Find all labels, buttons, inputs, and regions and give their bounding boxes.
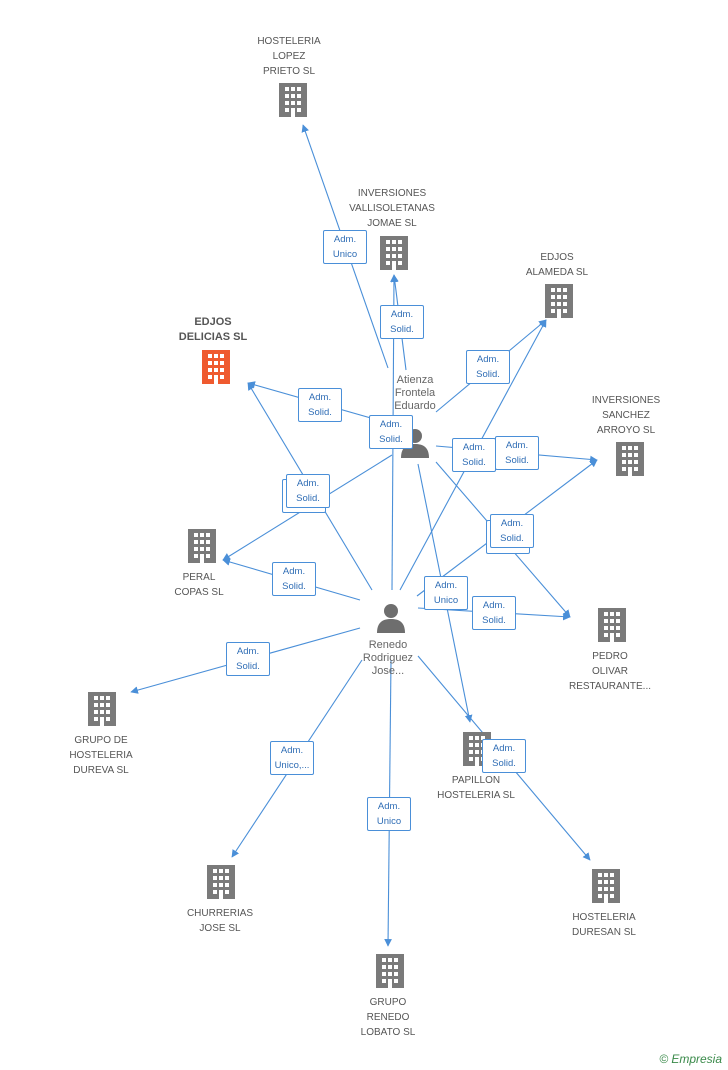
building-icon[interactable] bbox=[376, 954, 404, 988]
node-label-papillon[interactable]: PAPILLON HOSTELERIA SL bbox=[437, 775, 515, 801]
edge-label-renedo-edjos_delicias[interactable]: Adm. Solid. bbox=[286, 474, 330, 508]
copyright-icon: © bbox=[659, 1052, 669, 1066]
edge-label-renedo-pedro_olivar[interactable]: Adm. Solid. bbox=[472, 596, 516, 630]
edge-label-atienza-inversiones_sanchez[interactable]: Adm. Solid. bbox=[495, 436, 539, 470]
edge-label-renedo-grupo_renedo[interactable]: Adm. Unico bbox=[367, 797, 411, 831]
building-icon[interactable] bbox=[545, 284, 573, 318]
edge-label-renedo-inversiones_sanchez[interactable]: Adm. Solid. bbox=[490, 514, 534, 548]
edge-label-atienza-edjos_delicias[interactable]: Adm. Solid. bbox=[298, 388, 342, 422]
edge-label-renedo-hosteleria_lopez[interactable]: Adm. Unico bbox=[323, 230, 367, 264]
node-label-atienza[interactable]: Atienza Frontela Eduardo bbox=[394, 374, 436, 412]
building-icon[interactable] bbox=[202, 350, 230, 384]
node-label-renedo[interactable]: Renedo Rodriguez Jose... bbox=[362, 639, 414, 677]
empresia-brand[interactable]: ©Empresia bbox=[659, 1052, 722, 1066]
edge-label-atienza-edjos_alameda[interactable]: Adm. Solid. bbox=[466, 350, 510, 384]
building-icon[interactable] bbox=[279, 83, 307, 117]
node-label-grupo_dureva[interactable]: GRUPO DE HOSTELERIA DUREVA SL bbox=[69, 735, 133, 776]
brand-name: Empresia bbox=[671, 1052, 722, 1066]
node-label-peral_copas[interactable]: PERAL COPAS SL bbox=[174, 572, 224, 598]
edge-label-atienza-inversiones_vallisoletanas[interactable]: Adm. Solid. bbox=[380, 305, 424, 339]
person-icon[interactable] bbox=[377, 604, 405, 633]
building-icon[interactable] bbox=[592, 869, 620, 903]
edge-label-atienza-peral_copas[interactable]: Adm. Solid. bbox=[369, 415, 413, 449]
node-label-inversiones_sanchez[interactable]: INVERSIONES SANCHEZ ARROYO SL bbox=[591, 395, 661, 436]
building-icon[interactable] bbox=[188, 529, 216, 563]
building-icon[interactable] bbox=[598, 608, 626, 642]
building-icon[interactable] bbox=[207, 865, 235, 899]
edge-label-renedo-churrerias[interactable]: Adm. Unico,... bbox=[270, 741, 314, 775]
node-label-inversiones_vallisoletanas[interactable]: INVERSIONES VALLISOLETANAS JOMAE SL bbox=[349, 188, 435, 229]
edge-label-renedo-peral_copas[interactable]: Adm. Solid. bbox=[272, 562, 316, 596]
node-label-edjos_alameda[interactable]: EDJOS ALAMEDA SL bbox=[525, 252, 589, 278]
building-icon[interactable] bbox=[380, 236, 408, 270]
edge-label-renedo-hosteleria_duresan[interactable]: Adm. Solid. bbox=[482, 739, 526, 773]
node-label-grupo_renedo[interactable]: GRUPO RENEDO LOBATO SL bbox=[360, 997, 416, 1038]
building-icon[interactable] bbox=[88, 692, 116, 726]
edge-label-atienza-pedro_olivar[interactable]: Adm. Solid. bbox=[452, 438, 496, 472]
node-label-pedro_olivar[interactable]: PEDRO OLIVAR RESTAURANTE... bbox=[568, 651, 652, 692]
node-label-edjos_delicias[interactable]: EDJOS DELICIAS SL bbox=[178, 316, 248, 343]
building-icon[interactable] bbox=[616, 442, 644, 476]
edge-label-atienza-papillon[interactable]: Adm. Unico bbox=[424, 576, 468, 610]
edge-label-renedo-grupo_dureva[interactable]: Adm. Solid. bbox=[226, 642, 270, 676]
node-label-hosteleria_duresan[interactable]: HOSTELERIA DURESAN SL bbox=[572, 912, 636, 938]
node-label-hosteleria_lopez[interactable]: HOSTELERIA LOPEZ PRIETO SL bbox=[257, 36, 321, 77]
node-label-churrerias[interactable]: CHURRERIAS JOSE SL bbox=[186, 908, 254, 934]
